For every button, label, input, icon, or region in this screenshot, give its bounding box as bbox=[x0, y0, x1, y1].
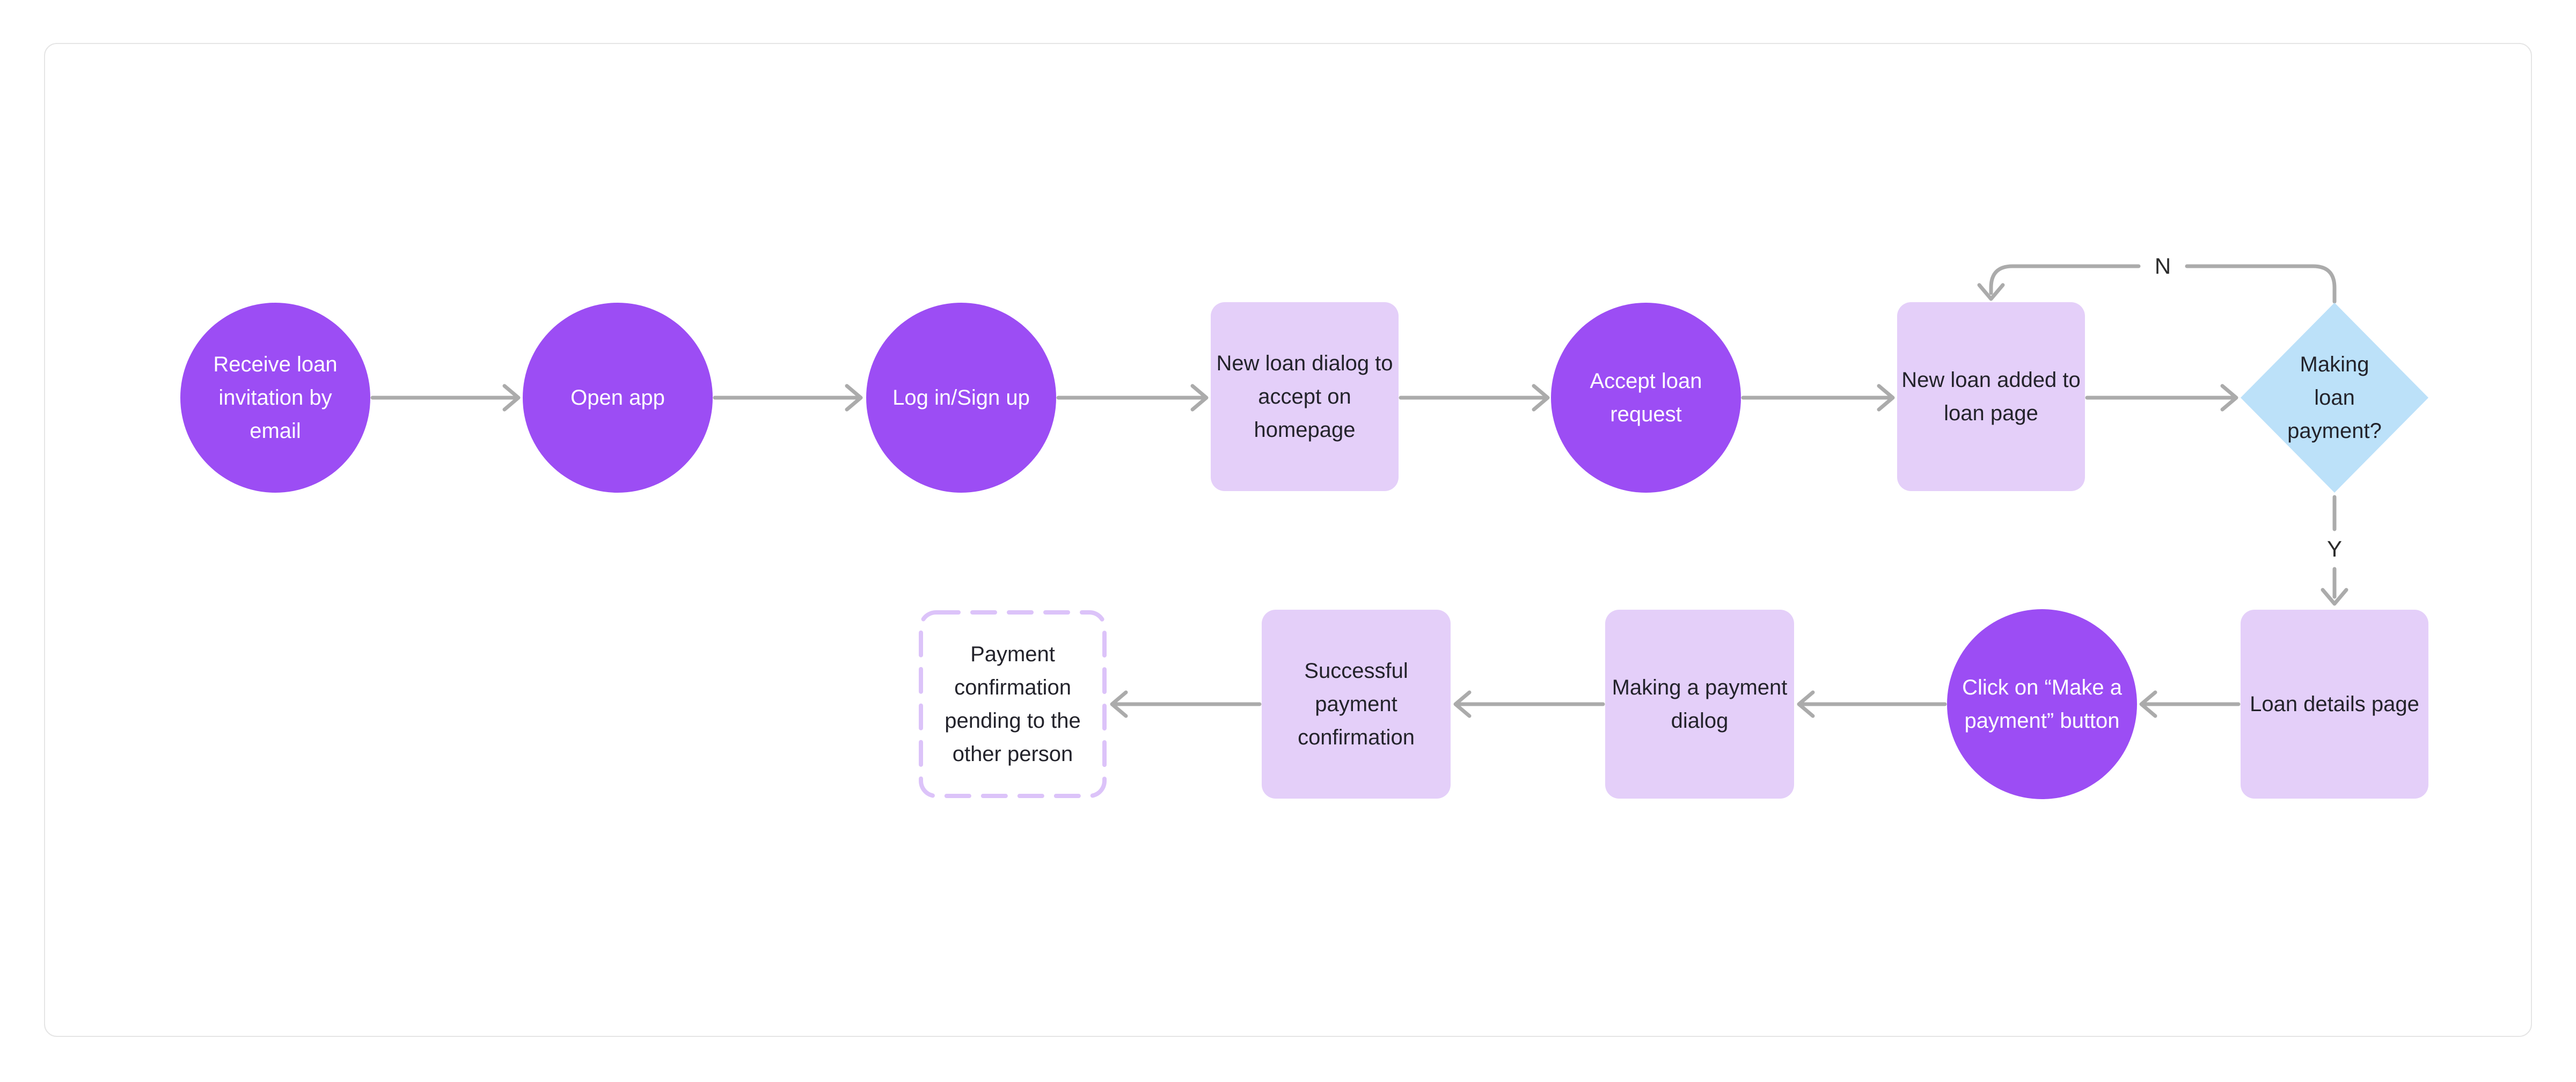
edge-label-yes: Y bbox=[2322, 536, 2347, 562]
node-new-loan-added[interactable]: New loan added to loan page bbox=[1897, 302, 2085, 491]
canvas-card bbox=[44, 43, 2532, 1037]
node-label: Receive loan invitation by email bbox=[213, 353, 338, 443]
node-label: Click on “Make a payment” button bbox=[1962, 676, 2122, 733]
node-label: Log in/Sign up bbox=[892, 386, 1030, 410]
node-label: Accept loan request bbox=[1590, 369, 1702, 426]
node-label: Open app bbox=[570, 386, 665, 410]
node-loan-details-page[interactable]: Loan details page bbox=[2241, 610, 2428, 799]
node-label: Making loan payment? bbox=[2287, 353, 2382, 443]
node-payment-confirmation-pending[interactable]: Payment confirmation pending to the othe… bbox=[918, 610, 1107, 799]
edge-label-no: N bbox=[2150, 253, 2176, 279]
node-label: Payment confirmation pending to the othe… bbox=[945, 642, 1081, 766]
node-successful-payment-confirmation[interactable]: Successful payment confirmation bbox=[1262, 610, 1451, 799]
dashed-rect-shape bbox=[919, 610, 1107, 798]
node-label: New loan added to loan page bbox=[1901, 368, 2081, 425]
node-receive-loan-invitation[interactable]: Receive loan invitation by email bbox=[180, 303, 370, 493]
decision-diamond-shape bbox=[2241, 303, 2428, 493]
node-label: Making a payment dialog bbox=[1612, 676, 1788, 733]
node-making-a-payment-dialog[interactable]: Making a payment dialog bbox=[1605, 610, 1794, 799]
node-new-loan-dialog[interactable]: New loan dialog to accept on homepage bbox=[1211, 302, 1399, 491]
node-open-app[interactable]: Open app bbox=[523, 303, 713, 493]
node-click-make-a-payment[interactable]: Click on “Make a payment” button bbox=[1947, 609, 2137, 799]
node-label: New loan dialog to accept on homepage bbox=[1216, 352, 1393, 442]
node-log-in-sign-up[interactable]: Log in/Sign up bbox=[866, 303, 1056, 493]
node-label: Successful payment confirmation bbox=[1298, 659, 1415, 749]
node-accept-loan-request[interactable]: Accept loan request bbox=[1551, 303, 1741, 493]
node-making-loan-payment-decision[interactable]: Making loan payment? bbox=[2241, 303, 2428, 493]
node-label: Loan details page bbox=[2250, 692, 2419, 716]
